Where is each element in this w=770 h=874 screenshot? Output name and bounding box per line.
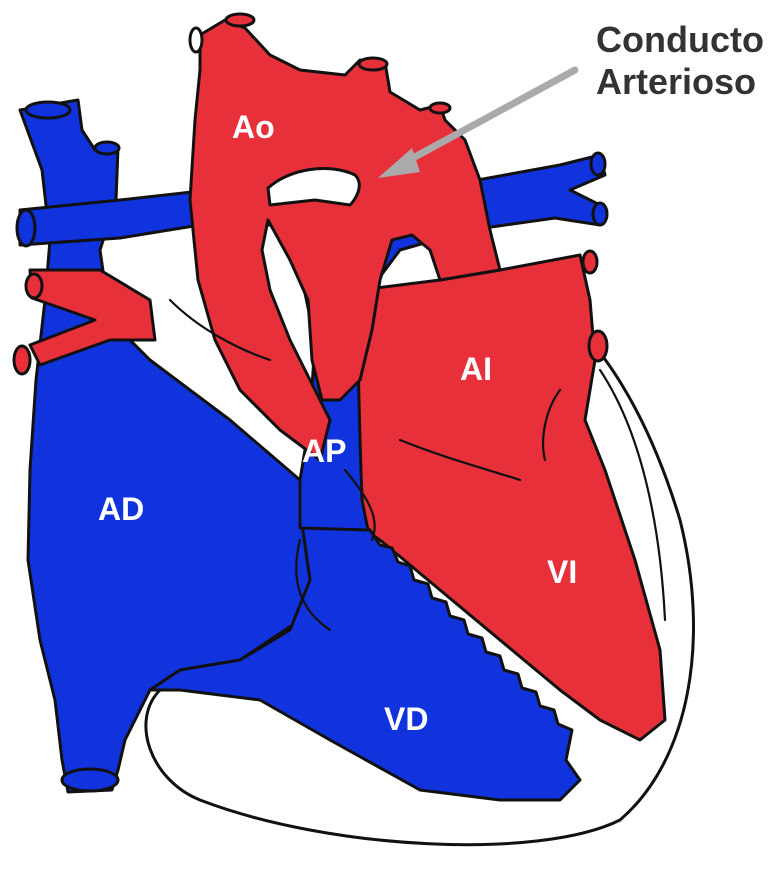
label-ai: AI [460, 351, 492, 387]
label-vd: VD [384, 701, 428, 737]
lpv-lower-opening [589, 331, 607, 361]
label-ad: AD [98, 491, 144, 527]
aorta-branch-4-opening [430, 103, 450, 113]
rpv-top-opening [26, 274, 42, 298]
svc-branch-opening [95, 142, 119, 154]
ivc-opening [62, 769, 118, 791]
callout-line-1: Conducto [596, 19, 764, 60]
aorta-branch-2-opening [226, 14, 254, 26]
callout-line-2: Arterioso [596, 61, 756, 102]
pa-left-branch-opening-bottom [593, 203, 607, 225]
label-vi: VI [547, 554, 577, 590]
svc-opening [26, 102, 70, 118]
pa-left-branch-opening-top [591, 153, 605, 175]
lpv-upper-opening [583, 251, 597, 273]
label-ao: Ao [232, 109, 275, 145]
rpv-bottom-opening [14, 346, 30, 374]
label-ap: AP [302, 433, 346, 469]
aorta-branch-3-opening [359, 58, 387, 70]
aorta-branch-1-opening [190, 28, 202, 52]
pa-right-branch-opening [17, 210, 35, 246]
